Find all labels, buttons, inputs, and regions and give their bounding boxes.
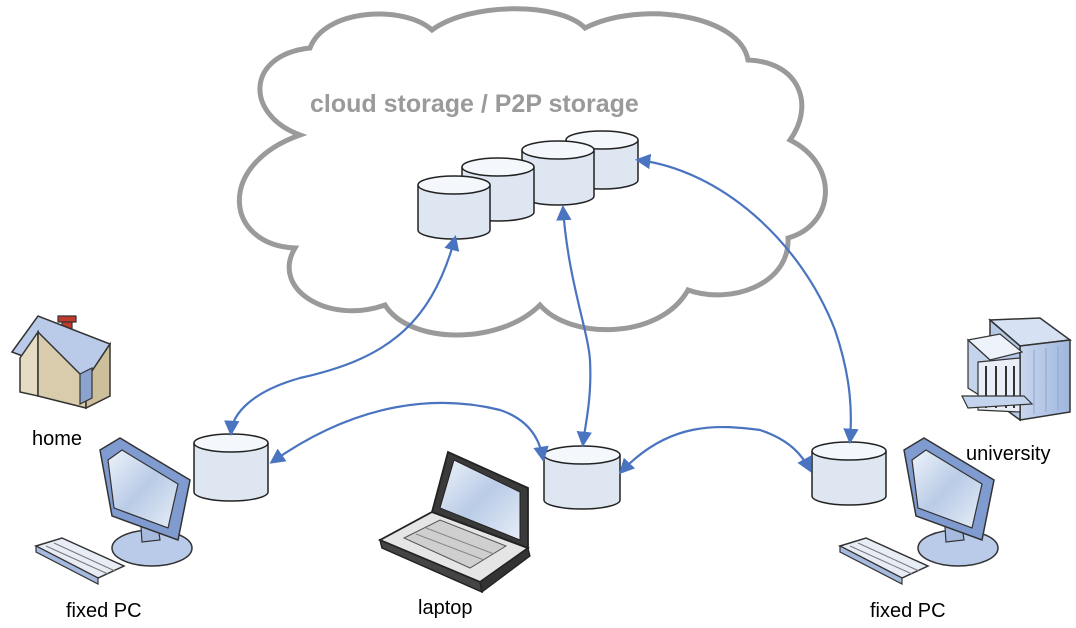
laptop-label: laptop xyxy=(418,597,473,619)
link-left-to-middle-storage xyxy=(269,401,549,464)
local-storage-middle xyxy=(543,445,621,510)
desktop-computer-icon-right xyxy=(903,437,999,567)
local-storage-left xyxy=(193,433,269,502)
desktop-computer-icon-left xyxy=(99,437,193,567)
university-label: university xyxy=(966,443,1050,465)
link-cloud-to-left-storage xyxy=(224,235,460,437)
fixed-pc-right-label: fixed PC xyxy=(870,600,946,622)
link-middle-to-right-storage xyxy=(618,425,812,475)
keyboard-icon-right xyxy=(838,537,930,585)
home-label: home xyxy=(32,428,82,450)
laptop-icon xyxy=(377,450,531,594)
fixed-pc-left-label: fixed PC xyxy=(66,600,142,622)
link-cloud-to-right-storage xyxy=(634,153,859,445)
house-icon xyxy=(10,315,112,410)
keyboard-icon-left xyxy=(34,537,126,585)
local-storage-right xyxy=(811,441,887,506)
link-cloud-to-middle-storage xyxy=(556,204,592,448)
university-building-icon xyxy=(961,317,1072,422)
cloud-storage-cylinder-1 xyxy=(417,175,491,240)
cloud-title: cloud storage / P2P storage xyxy=(310,90,639,118)
